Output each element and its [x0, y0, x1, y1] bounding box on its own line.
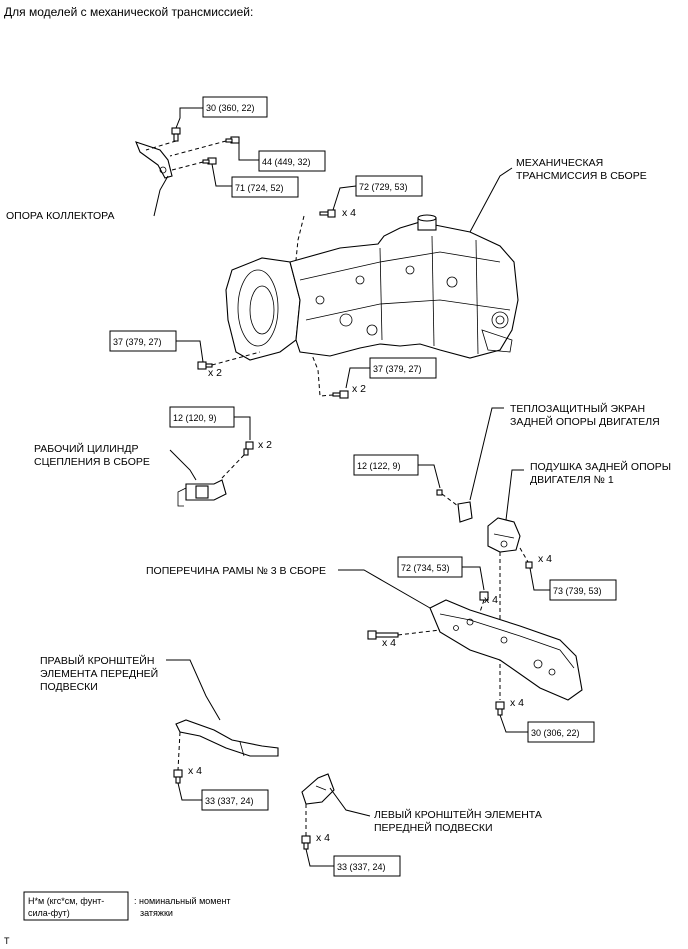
- left-front-suspension-bracket-part: [301, 773, 335, 805]
- svg-text:сила-фут): сила-фут): [28, 908, 70, 918]
- label-left-bracket-1: ЛЕВЫЙ КРОНШТЕЙН ЭЛЕМЕНТА: [374, 808, 542, 821]
- torque-box: 33 (337, 24): [333, 855, 401, 877]
- torque-box: 12 (120, 9): [169, 406, 235, 428]
- header-title: Для моделей с механической трансмиссией:: [4, 5, 253, 19]
- svg-text:33 (337, 24): 33 (337, 24): [337, 862, 386, 872]
- bolt-icon: [495, 701, 505, 716]
- label-crossmember: ПОПЕРЕЧИНА РАМЫ № 3 В СБОРЕ: [146, 565, 326, 577]
- label-rear-mount-2: ДВИГАТЕЛЯ № 1: [530, 474, 614, 486]
- legend-description-1: : номинальный момент: [134, 896, 231, 906]
- multiplier: x 4: [342, 207, 356, 219]
- bolt-icon: [225, 136, 240, 144]
- multiplier: x 4: [484, 594, 498, 606]
- torque-box: 30 (360, 22): [202, 96, 268, 118]
- bolt-icon: [436, 489, 443, 496]
- crossmember-part: [429, 599, 583, 701]
- bolt-icon: [202, 157, 217, 165]
- multiplier: x 2: [208, 367, 222, 379]
- label-left-bracket-2: ПЕРЕДНЕЙ ПОДВЕСКИ: [374, 821, 493, 834]
- label-transmission-1: МЕХАНИЧЕСКАЯ: [516, 157, 603, 169]
- torque-box: 33 (337, 24): [201, 789, 269, 811]
- torque-box: 73 (739, 53): [549, 579, 617, 601]
- svg-text:72 (729, 53): 72 (729, 53): [359, 182, 408, 192]
- bolt-icon: [197, 361, 213, 370]
- label-heat-shield-2: ЗАДНЕЙ ОПОРЫ ДВИГАТЕЛЯ: [510, 415, 660, 428]
- multiplier: x 4: [538, 553, 552, 565]
- bolt-icon: [301, 835, 311, 850]
- label-rear-mount-1: ПОДУШКА ЗАДНЕЙ ОПОРЫ: [530, 460, 671, 473]
- label-clutch-cylinder-1: РАБОЧИЙ ЦИЛИНДР: [34, 442, 138, 455]
- legend-box: Н*м (кгс*см, фунт- сила-фут): [23, 891, 129, 921]
- label-transmission-2: ТРАНСМИССИЯ В СБОРЕ: [516, 170, 647, 182]
- svg-text:37 (379, 27): 37 (379, 27): [373, 364, 422, 374]
- collector-support-part: [135, 141, 173, 179]
- bolt-icon: [173, 769, 183, 784]
- svg-text:73 (739, 53): 73 (739, 53): [553, 586, 602, 596]
- torque-box: 12 (122, 9): [353, 454, 419, 476]
- label-collector-support: ОПОРА КОЛЛЕКТОРА: [6, 210, 114, 222]
- svg-text:44 (449, 32): 44 (449, 32): [262, 157, 311, 167]
- torque-box: 37 (379, 27): [109, 330, 177, 352]
- multiplier: x 4: [382, 637, 396, 649]
- svg-text:Н*м (кгс*см, фунт-: Н*м (кгс*см, фунт-: [28, 896, 104, 906]
- legend-description-2: затяжки: [140, 908, 173, 918]
- torque-box: 72 (729, 53): [355, 175, 423, 197]
- svg-text:72 (734, 53): 72 (734, 53): [401, 563, 450, 573]
- bolt-icon: [243, 441, 254, 456]
- torque-box: 72 (734, 53): [397, 556, 463, 578]
- multiplier: x 4: [510, 697, 524, 709]
- multiplier: x 4: [188, 765, 202, 777]
- svg-text:12 (122, 9): 12 (122, 9): [357, 461, 401, 471]
- svg-text:37 (379, 27): 37 (379, 27): [113, 337, 162, 347]
- torque-box: 37 (379, 27): [369, 357, 437, 379]
- label-right-bracket-1: ПРАВЫЙ КРОНШТЕЙН: [40, 654, 154, 667]
- clutch-release-cylinder-part: [177, 479, 227, 507]
- label-clutch-cylinder-2: СЦЕПЛЕНИЯ В СБОРЕ: [34, 456, 150, 468]
- footer-code: T: [4, 936, 10, 946]
- torque-box: 71 (724, 52): [231, 176, 299, 198]
- label-right-bracket-3: ПОДВЕСКИ: [40, 681, 98, 693]
- bolt-icon: [319, 209, 336, 218]
- multiplier: x 4: [316, 832, 330, 844]
- heat-shield-part: [457, 501, 473, 523]
- svg-text:30 (360, 22): 30 (360, 22): [206, 103, 255, 113]
- label-heat-shield-1: ТЕПЛОЗАЩИТНЫЙ ЭКРАН: [510, 402, 645, 415]
- multiplier: x 2: [258, 439, 272, 451]
- svg-text:12 (120, 9): 12 (120, 9): [173, 413, 217, 423]
- multiplier: x 2: [352, 383, 366, 395]
- rear-engine-mount-part: [487, 517, 521, 553]
- label-right-bracket-2: ЭЛЕМЕНТА ПЕРЕДНЕЙ: [40, 667, 158, 680]
- bolt-icon: [332, 390, 349, 399]
- torque-box: 30 (306, 22): [527, 721, 595, 743]
- svg-text:33 (337, 24): 33 (337, 24): [205, 796, 254, 806]
- transmission-assembly-part: [225, 214, 519, 361]
- svg-text:30 (306, 22): 30 (306, 22): [531, 728, 580, 738]
- bolt-icon: [525, 561, 533, 569]
- svg-text:71 (724, 52): 71 (724, 52): [235, 183, 284, 193]
- bolt-icon: [171, 127, 181, 142]
- torque-box: 44 (449, 32): [258, 150, 326, 172]
- right-front-suspension-bracket-part: [175, 719, 279, 757]
